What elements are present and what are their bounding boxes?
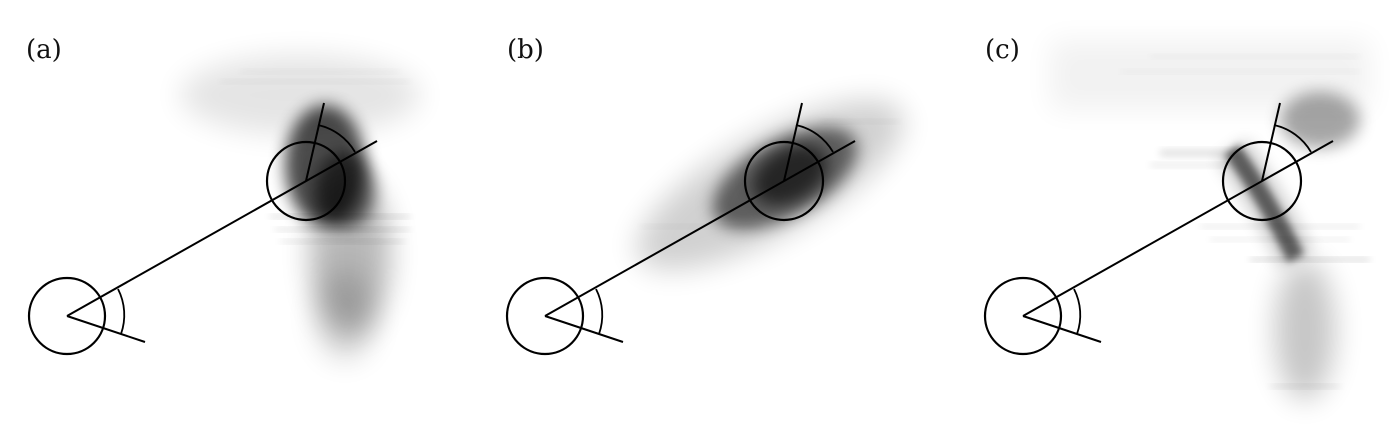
panel-b: (b) xyxy=(505,35,904,356)
density-cloud-b xyxy=(636,100,904,270)
density-cloud-a xyxy=(180,55,420,360)
panel-label-b: (b) xyxy=(507,35,544,65)
panel-label-a: (a) xyxy=(26,35,62,65)
density-cloud-c xyxy=(1050,40,1370,400)
panel-a: (a) xyxy=(26,35,420,360)
panel-label-c: (c) xyxy=(985,35,1020,65)
panel-c: (c) xyxy=(983,35,1370,400)
